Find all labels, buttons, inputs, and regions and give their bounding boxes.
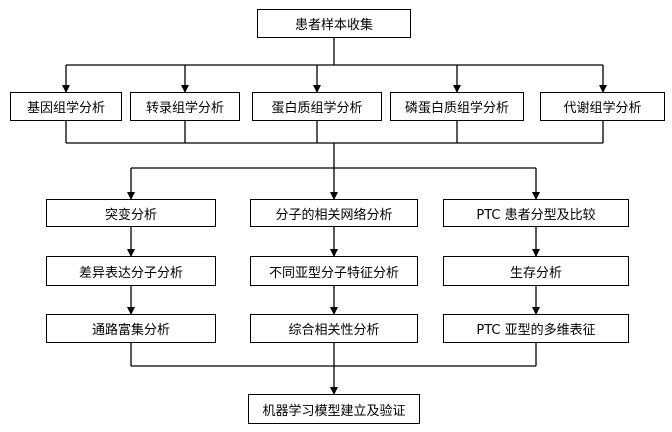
node-ptc-subtyping: PTC 患者分型及比较 <box>443 199 629 227</box>
node-integrated-correlation: 综合相关性分析 <box>250 314 418 343</box>
node-patient-sample-collection: 患者样本收集 <box>257 9 411 38</box>
node-metabolomics: 代谢组学分析 <box>540 92 665 121</box>
node-genomics: 基因组学分析 <box>10 92 122 121</box>
node-survival-analysis: 生存分析 <box>443 256 629 286</box>
node-differential-expression: 差异表达分子分析 <box>46 256 216 286</box>
node-phosphoproteomics: 磷蛋白质组学分析 <box>390 92 524 121</box>
node-ptc-multidim: PTC 亚型的多维表征 <box>443 314 629 343</box>
node-ml-model: 机器学习模型建立及验证 <box>248 394 420 424</box>
node-mutation-analysis: 突变分析 <box>46 199 216 227</box>
node-correlation-network: 分子的相关网络分析 <box>250 199 418 227</box>
node-subtype-features: 不同亚型分子特征分析 <box>250 256 418 286</box>
node-proteomics: 蛋白质组学分析 <box>252 92 382 121</box>
node-transcriptomics: 转录组学分析 <box>130 92 240 121</box>
node-pathway-enrichment: 通路富集分析 <box>46 314 216 343</box>
